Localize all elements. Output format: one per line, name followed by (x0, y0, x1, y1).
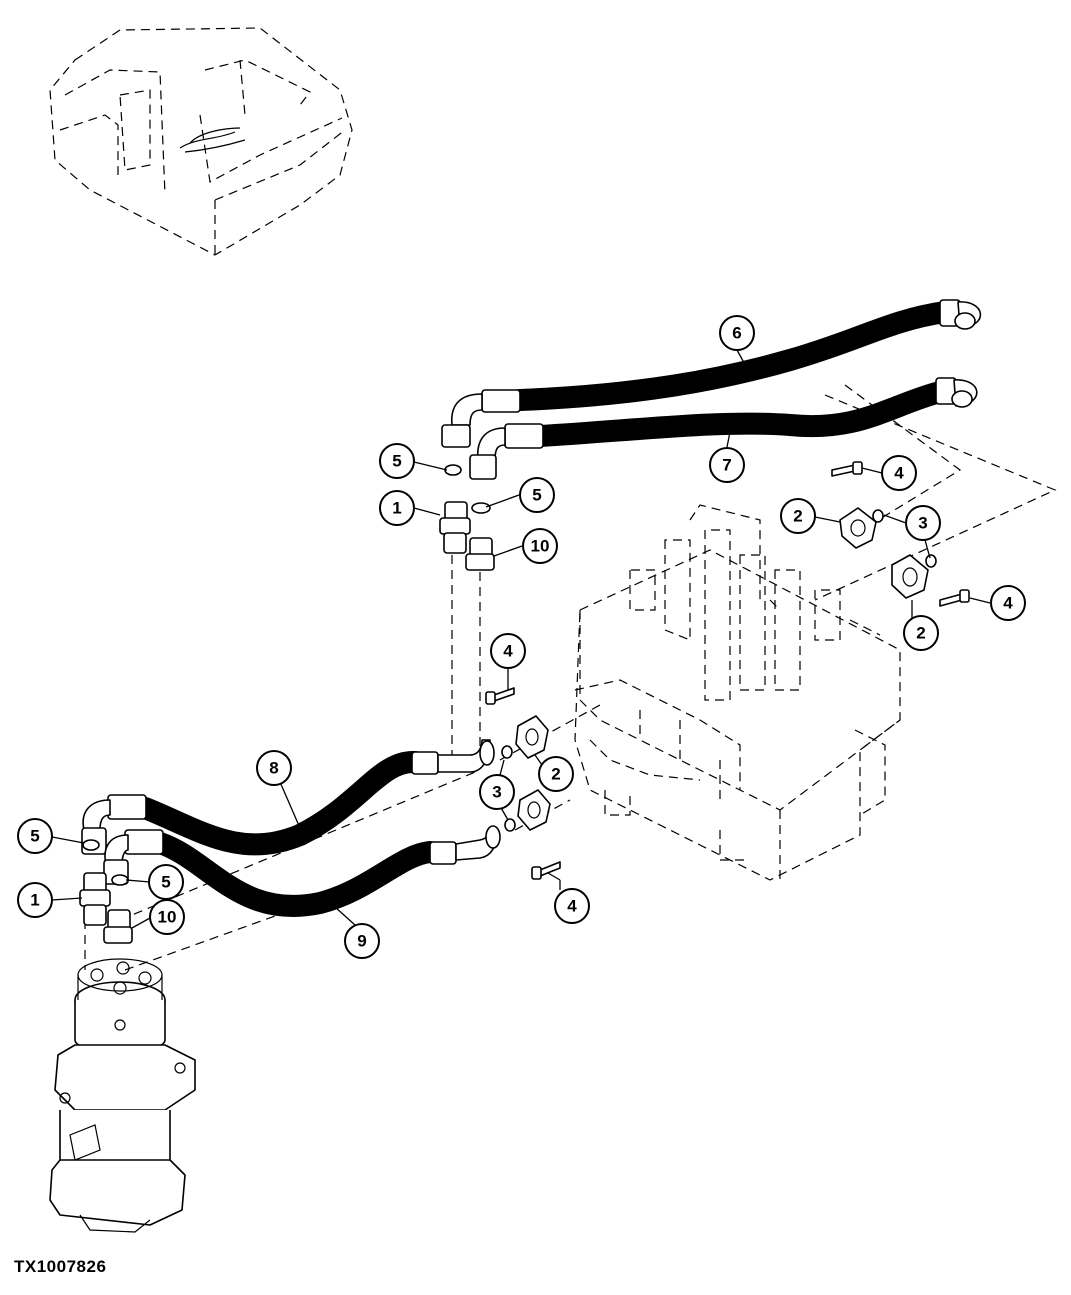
callout-5-upper-left-label: 5 (392, 452, 401, 471)
callout-2-lower-right-label: 2 (916, 624, 925, 643)
callout-5-upper-right: 5 (519, 477, 555, 513)
callout-4-center-upper-label: 4 (503, 642, 513, 661)
callout-4-lower-right: 4 (990, 585, 1026, 621)
callout-8: 8 (256, 750, 292, 786)
callout-5-upper-left: 5 (379, 443, 415, 479)
leader-lines (51, 349, 991, 929)
center-joint-assembly (49, 958, 196, 1233)
callout-1-lower-label: 1 (30, 891, 39, 910)
callout-10-upper: 10 (522, 528, 558, 564)
adapter-fitting-1-lower (79, 839, 133, 944)
bolt-upper-right (831, 461, 863, 477)
callout-3-right: 3 (905, 505, 941, 541)
callout-5-lower-right-label: 5 (161, 873, 170, 892)
callout-1-upper-label: 1 (392, 499, 401, 518)
adapter-fitting-1-upper (439, 464, 495, 571)
callout-5-lower-right: 5 (148, 864, 184, 900)
hose-7 (469, 377, 978, 480)
bolt-lower-right (939, 589, 970, 607)
callout-6: 6 (719, 315, 755, 351)
callout-9-label: 9 (357, 932, 366, 951)
callout-5-lower-left-label: 5 (30, 827, 39, 846)
callout-2-center-label: 2 (551, 765, 560, 784)
callout-3-center-label: 3 (492, 783, 501, 802)
hose-6 (441, 299, 982, 448)
callout-4-lower-right-label: 4 (1003, 594, 1013, 613)
bolt-center-upper (485, 687, 515, 705)
callout-9: 9 (344, 923, 380, 959)
callout-5-upper-right-label: 5 (532, 486, 541, 505)
callout-4-center-upper: 4 (490, 633, 526, 669)
callout-5-lower-left: 5 (17, 818, 53, 854)
callout-4-center-lower: 4 (554, 888, 590, 924)
callout-2-center: 2 (538, 756, 574, 792)
callout-10-upper-label: 10 (531, 537, 550, 556)
callout-10-lower-label: 10 (158, 908, 177, 927)
callout-8-label: 8 (269, 759, 278, 778)
callout-4-center-lower-label: 4 (567, 897, 577, 916)
split-flange-upper-right (839, 507, 884, 549)
callout-2-upper-right-label: 2 (793, 507, 802, 526)
figure-id-label: TX1007826 (14, 1257, 107, 1276)
callout-3-right-label: 3 (918, 514, 927, 533)
split-flange-lower-right (891, 554, 937, 599)
callout-7: 7 (709, 447, 745, 483)
callout-1-upper: 1 (379, 490, 415, 526)
callout-1-lower: 1 (17, 882, 53, 918)
control-valve-assembly (574, 504, 901, 881)
callout-4-upper-right-label: 4 (894, 464, 904, 483)
bolt-center-lower (531, 861, 561, 880)
split-flange-center-lower (504, 789, 551, 832)
callout-4-upper-right: 4 (881, 455, 917, 491)
callout-3-center: 3 (479, 774, 515, 810)
hose-9 (103, 825, 501, 917)
callout-2-lower-right: 2 (903, 615, 939, 651)
excavator-locator-thumbnail (49, 27, 353, 256)
callout-7-label: 7 (722, 456, 731, 475)
callout-2-upper-right: 2 (780, 498, 816, 534)
callout-6-label: 6 (732, 324, 741, 343)
split-flange-center-upper (501, 715, 549, 759)
callout-10-lower: 10 (149, 899, 185, 935)
